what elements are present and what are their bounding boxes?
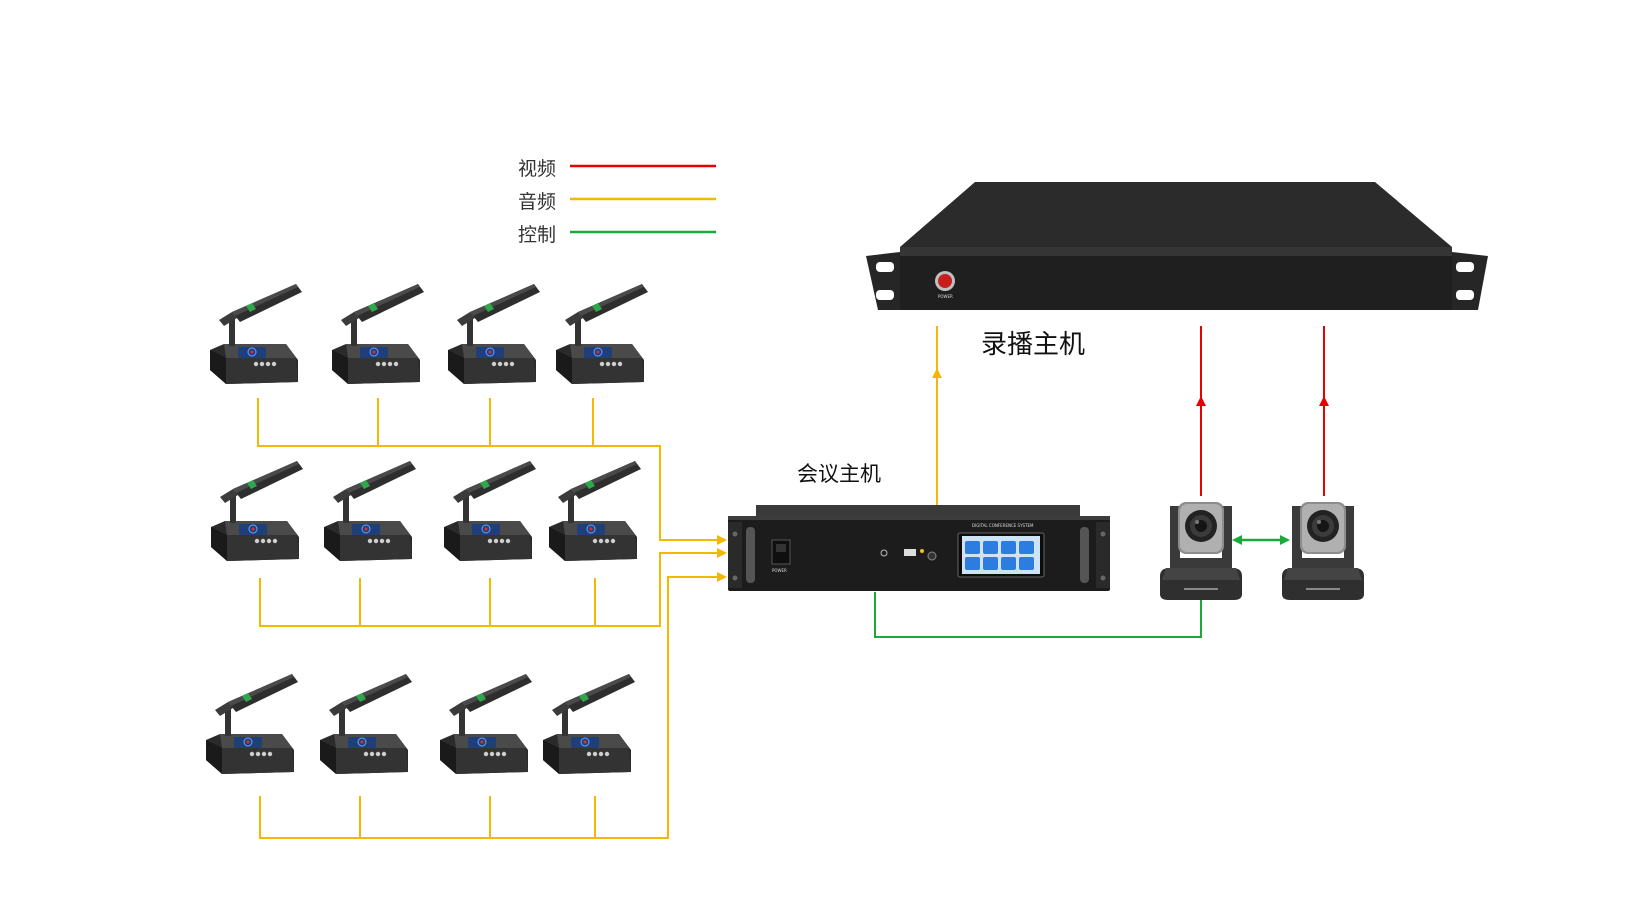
recording-host: POWER 录播主机 [866,182,1488,360]
legend: 视频 音频 控制 [518,158,716,246]
microphone-unit-icon [319,673,413,775]
microphone-unit-icon [443,460,537,562]
microphone-unit-icon [323,460,417,562]
microphone-unit-icon [209,283,303,385]
legend-label-video: 视频 [518,158,556,180]
mic-row-3 [205,673,636,775]
audio-line-row2 [259,548,727,627]
microphone-units [205,283,649,775]
audio-line-row3 [259,572,727,839]
audio-wiring [257,326,942,839]
conference-host-icon: POWER DIGITAL CONFERENCE SYSTEM [728,505,1110,591]
control-wiring [874,535,1290,638]
microphone-unit-icon [555,283,649,385]
microphone-unit-icon [542,673,636,775]
conference-host-power-text: POWER [772,568,787,573]
mic-row-2 [210,460,642,562]
control-arrow-right [1280,535,1290,545]
microphone-unit-icon [548,460,642,562]
microphone-unit-icon [447,283,541,385]
mic-row-1 [209,283,649,385]
conference-host: 会议主机 POWER DIGITAL CONFERENCE [728,462,1110,591]
microphone-unit-icon [210,460,304,562]
audio-line-row1 [257,398,727,545]
microphone-unit-icon [439,673,533,775]
control-line-host-camera [874,592,1202,638]
ptz-camera-icon [1282,502,1364,600]
legend-item-control: 控制 [518,224,716,246]
recording-host-icon: POWER [866,182,1488,310]
control-arrow-left [1232,535,1242,545]
legend-label-audio: 音频 [518,191,556,213]
microphone-unit-icon [331,283,425,385]
conference-host-panel-text: DIGITAL CONFERENCE SYSTEM [972,523,1034,528]
conference-host-label: 会议主机 [797,462,881,486]
ptz-camera-icon [1160,502,1242,600]
recording-host-label: 录播主机 [981,330,1085,360]
legend-item-video: 视频 [518,158,716,180]
ptz-cameras [1160,502,1364,600]
video-wiring [1196,326,1329,496]
legend-label-control: 控制 [518,224,556,246]
recording-host-power-text: POWER [938,294,953,299]
legend-item-audio: 音频 [518,191,716,213]
microphone-unit-icon [205,673,299,775]
